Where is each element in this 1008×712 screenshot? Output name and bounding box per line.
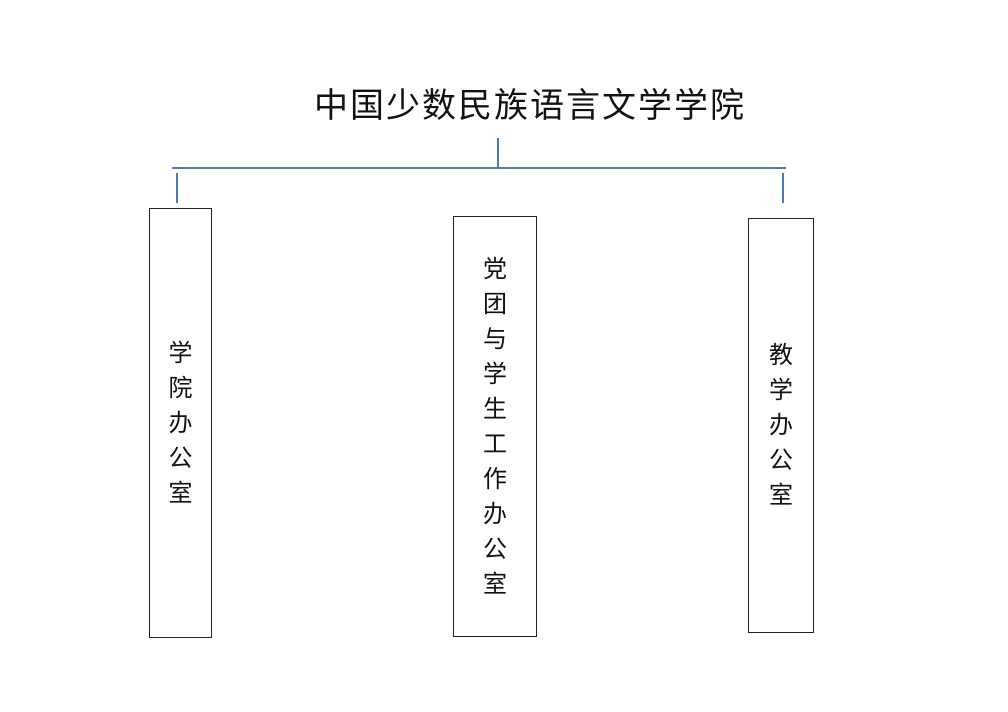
label-char: 公: [483, 534, 507, 563]
label-char: 学: [769, 376, 793, 404]
department-label: 学院办公室: [169, 336, 193, 511]
label-char: 室: [483, 569, 507, 598]
root-stem-line: [497, 138, 499, 168]
label-char: 公: [769, 446, 793, 474]
department-box-college-office: 学院办公室: [149, 208, 212, 638]
label-char: 党: [483, 254, 507, 283]
org-chart-root-title: 中国少数民族语言文学学院: [314, 86, 746, 126]
label-char: 生: [483, 394, 507, 423]
label-char: 团: [483, 289, 507, 318]
department-label: 党团与学生工作办公室: [483, 252, 507, 602]
label-char: 办: [483, 499, 507, 528]
department-box-party-student-office: 党团与学生工作办公室: [453, 216, 537, 637]
horizontal-branch-line: [172, 167, 786, 169]
department-box-teaching-office: 教学办公室: [748, 218, 814, 633]
branch-line-left: [176, 173, 178, 203]
label-char: 学: [168, 338, 193, 367]
label-char: 教: [769, 341, 793, 369]
label-char: 与: [483, 324, 507, 353]
label-char: 室: [168, 478, 193, 507]
department-label: 教学办公室: [769, 338, 793, 513]
label-char: 办: [168, 408, 193, 437]
label-char: 办: [769, 411, 793, 439]
label-char: 工: [483, 429, 507, 458]
branch-line-right: [782, 173, 784, 203]
label-char: 公: [168, 443, 193, 472]
label-char: 院: [168, 373, 193, 402]
label-char: 学: [483, 359, 507, 388]
label-char: 室: [769, 481, 793, 509]
label-char: 作: [483, 464, 507, 493]
